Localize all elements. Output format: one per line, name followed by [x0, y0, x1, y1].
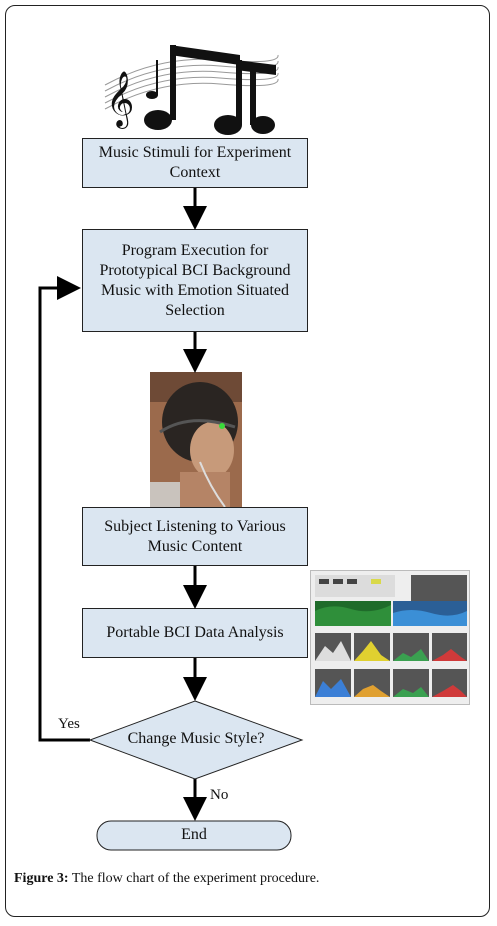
bci-dashboard-screenshot — [310, 570, 470, 705]
music-notes-image: 𝄞 — [100, 25, 280, 138]
caption-text: The flow chart of the experiment procedu… — [68, 871, 320, 886]
figure-frame — [5, 5, 490, 917]
svg-text:𝄞: 𝄞 — [106, 72, 134, 129]
edge-no-label: No — [210, 787, 229, 803]
node-bci-analysis: Portable BCI Data Analysis — [82, 608, 308, 658]
subject-photo — [150, 372, 242, 507]
node-subject-listening: Subject Listening to Various Music Conte… — [82, 507, 308, 566]
edge-yes-label: Yes — [58, 716, 80, 732]
node-music-stimuli: Music Stimuli for Experiment Context — [82, 138, 308, 188]
figure-caption: Figure 3: The flow chart of the experime… — [14, 871, 319, 887]
caption-prefix: Figure 3: — [14, 871, 69, 886]
end-label: End — [181, 826, 207, 843]
decision-label: Change Music Style? — [127, 730, 265, 747]
